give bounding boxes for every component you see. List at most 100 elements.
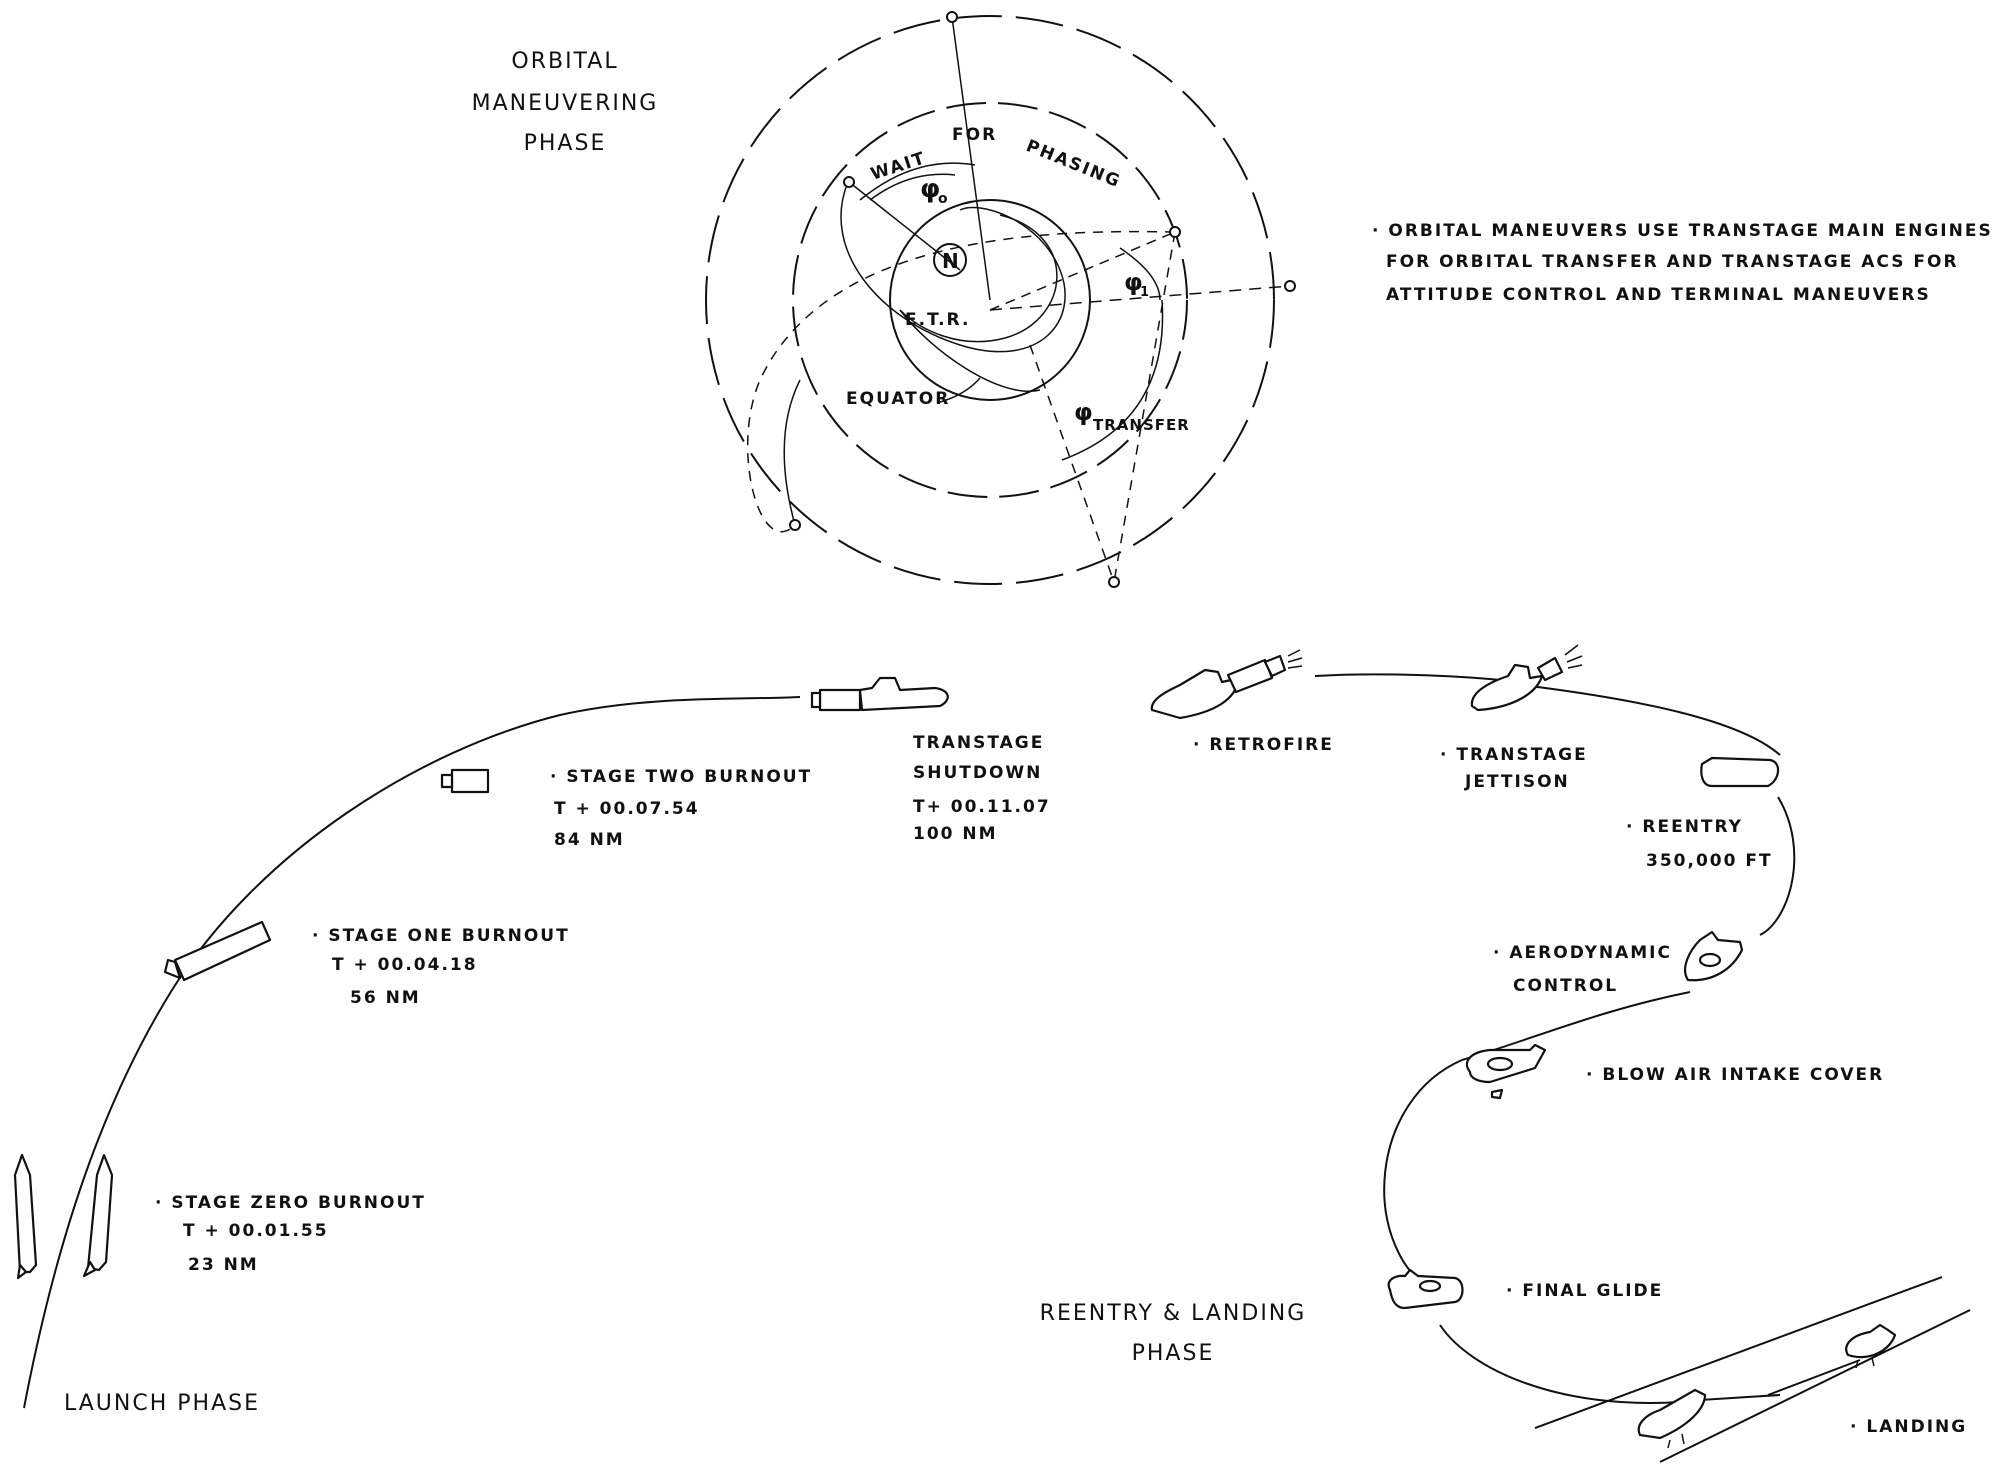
runway-edge-1 xyxy=(1534,1276,1943,1429)
marker-right xyxy=(1169,226,1181,238)
earth xyxy=(889,199,1091,401)
event-aerodynamic-control: · AERODYNAMIC CONTROL xyxy=(1493,943,1672,996)
landing-approach xyxy=(1699,1394,1781,1401)
phase-title-line-1: ORBITAL xyxy=(511,49,618,74)
event-transtage-shutdown: TRANSTAGE SHUTDOWN T+ 00.11.07 100 NM xyxy=(913,733,1051,844)
shutdown-altitude: 100 NM xyxy=(913,824,998,844)
air-intake-label: · BLOW AIR INTAKE COVER xyxy=(1586,1065,1884,1085)
north-pole-circle xyxy=(933,243,967,277)
maneuver-note: · ORBITAL MANEUVERS USE TRANSTAGE MAIN E… xyxy=(1372,221,1993,305)
transfer-orbit-lower xyxy=(783,379,801,526)
final-glide-label: · FINAL GLIDE xyxy=(1506,1281,1663,1301)
marker-lower-left xyxy=(789,519,801,531)
stage-two-time: T + 00.07.54 xyxy=(554,799,700,819)
jettison-path xyxy=(1529,685,1781,756)
orbital-phase-title: ORBITAL MANEUVERING PHASE xyxy=(472,49,659,156)
vehicles xyxy=(13,644,1897,1449)
stage-two-altitude: 84 NM xyxy=(554,830,625,850)
event-reentry: · REENTRY 350,000 FT xyxy=(1626,817,1773,871)
runway-edge-2 xyxy=(1659,1309,1971,1463)
stage-zero-time: T + 00.01.55 xyxy=(183,1221,329,1241)
stage-zero-title: · STAGE ZERO BURNOUT xyxy=(155,1193,426,1213)
ascent-path xyxy=(23,696,801,1409)
aero-title: · AERODYNAMIC xyxy=(1493,943,1672,963)
radius-lower-b xyxy=(1113,231,1176,583)
north-label: N xyxy=(942,249,959,273)
phase-title-line-3: PHASE xyxy=(524,131,607,156)
phi0-label: φ xyxy=(920,174,940,204)
reentry-icon xyxy=(1700,756,1780,788)
aerodynamic-control-icon xyxy=(1683,930,1744,982)
equator-pointer xyxy=(939,377,981,403)
etr-label: E.T.R. xyxy=(905,310,970,330)
glide-path xyxy=(1439,1324,1681,1404)
reentry-title: · REENTRY xyxy=(1626,817,1743,837)
phasing-label: PHASING xyxy=(1023,136,1124,192)
final-glide-icon xyxy=(1387,1268,1464,1310)
landing-icon xyxy=(1637,1323,1897,1449)
phi1-sub: 1 xyxy=(1140,285,1149,300)
reentry-altitude: 350,000 FT xyxy=(1646,851,1773,871)
phi1-label: φ xyxy=(1124,268,1143,296)
equator-line xyxy=(899,309,1041,392)
jettison-title: · TRANSTAGE xyxy=(1440,745,1588,765)
reentry-phase-line-1: REENTRY & LANDING xyxy=(1040,1301,1307,1326)
event-stage-two: · STAGE TWO BURNOUT T + 00.07.54 84 NM xyxy=(550,767,810,850)
transfer-orbit xyxy=(747,230,1176,533)
radius-upper-left xyxy=(848,181,961,271)
orbit-path xyxy=(1314,673,1501,681)
stage-zero-boosters-icon xyxy=(13,1153,114,1280)
launch-phase-label: LAUNCH PHASE xyxy=(64,1391,260,1416)
shutdown-time: T+ 00.11.07 xyxy=(913,797,1051,817)
landing-approach-2 xyxy=(1767,1359,1861,1396)
marker-top xyxy=(946,11,958,23)
transtage-shutdown-icon xyxy=(810,676,949,712)
reentry-phase-line-2: PHASE xyxy=(1132,1341,1215,1366)
aero-title-2: CONTROL xyxy=(1513,976,1618,996)
stage-one-altitude: 56 NM xyxy=(350,988,421,1008)
radius-far-right xyxy=(989,285,1291,311)
reentry-phase-title: REENTRY & LANDING PHASE xyxy=(1040,1301,1307,1366)
equator-label: EQUATOR xyxy=(846,389,950,409)
marker-far-right xyxy=(1284,280,1296,292)
event-stage-one: · STAGE ONE BURNOUT T + 00.04.18 56 NM xyxy=(312,926,570,1008)
phi0-arc xyxy=(869,173,956,201)
stage-one-time: T + 00.04.18 xyxy=(332,955,478,975)
phi-transfer-sub: TRANSFER xyxy=(1093,416,1190,434)
radius-lower xyxy=(1029,344,1115,583)
landing-label: · LANDING xyxy=(1850,1417,1967,1437)
stage-one-title: · STAGE ONE BURNOUT xyxy=(312,926,570,946)
radius-top xyxy=(951,16,991,301)
phi1-arc xyxy=(1119,247,1161,301)
retrofire-icon xyxy=(1150,649,1303,720)
note-line-1: · ORBITAL MANEUVERS USE TRANSTAGE MAIN E… xyxy=(1372,221,1993,241)
spiral-path xyxy=(1383,1059,1463,1291)
marker-upper-left xyxy=(843,176,855,188)
reentry-path xyxy=(1759,796,1796,936)
retrofire-label: · RETROFIRE xyxy=(1193,735,1334,755)
note-line-2: FOR ORBITAL TRANSFER AND TRANSTAGE ACS F… xyxy=(1386,252,1959,272)
parking-orbit xyxy=(792,102,1188,498)
stage-one-icon xyxy=(163,920,272,982)
phi-transfer-label: φ xyxy=(1074,398,1093,426)
wait-arc xyxy=(859,162,976,201)
phase-title-line-2: MANEUVERING xyxy=(472,91,659,116)
event-stage-zero: · STAGE ZERO BURNOUT T + 00.01.55 23 NM xyxy=(155,1193,426,1275)
stage-zero-altitude: 23 NM xyxy=(188,1255,259,1275)
note-line-3: ATTITUDE CONTROL AND TERMINAL MANEUVERS xyxy=(1386,285,1931,305)
jettison-title-2: JETTISON xyxy=(1464,772,1570,792)
event-transtage-jettison: · TRANSTAGE JETTISON xyxy=(1440,745,1588,792)
shutdown-title-1: TRANSTAGE xyxy=(913,733,1044,753)
for-label: FOR xyxy=(952,125,997,145)
ground-track-inner xyxy=(899,214,1058,343)
air-intake-icon xyxy=(1465,1043,1547,1100)
phi0-sub: o xyxy=(938,191,948,207)
marker-bottom xyxy=(1108,576,1120,588)
trajectory xyxy=(23,673,1971,1463)
orbit-diagram: N E.T.R. EQUATOR WAIT FOR PHASING φ o φ … xyxy=(705,11,1296,588)
phi-transfer-arc xyxy=(1061,299,1164,461)
stage-two-icon xyxy=(440,768,490,794)
transtage-jettison-icon xyxy=(1470,644,1583,712)
outer-orbit xyxy=(705,15,1275,585)
